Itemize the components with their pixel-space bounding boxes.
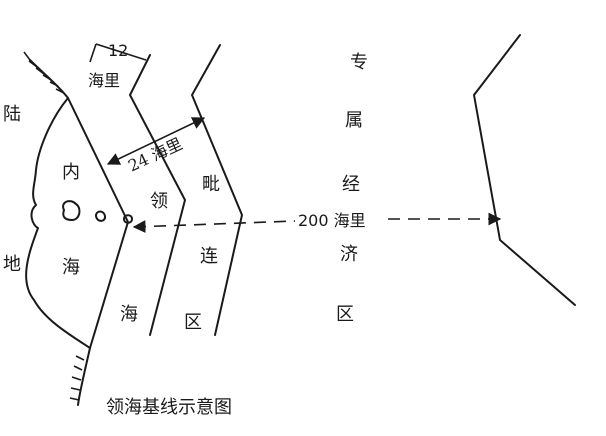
measure-12nm-unit: 海里 <box>88 71 120 90</box>
label-territorial-sea: 领 海 <box>120 191 168 325</box>
measure-12nm: 12 海里 <box>88 41 147 90</box>
contiguous-zone-limit <box>191 44 243 336</box>
measure-200nm-label: 200 海里 <box>298 211 366 230</box>
svg-text:专: 专 <box>350 52 368 73</box>
svg-text:领: 领 <box>150 191 168 212</box>
measure-12nm-number: 12 <box>108 41 128 60</box>
measure-200nm: 200 海里 <box>132 211 502 233</box>
caption: 领海基线示意图 <box>106 397 232 418</box>
svg-text:济: 济 <box>340 244 358 265</box>
svg-text:陆: 陆 <box>3 104 21 125</box>
svg-text:海: 海 <box>120 304 138 325</box>
svg-text:属: 属 <box>345 110 363 131</box>
islands <box>62 200 133 224</box>
svg-text:地: 地 <box>3 254 21 275</box>
baseline <box>67 97 129 349</box>
svg-text:经: 经 <box>342 174 360 195</box>
svg-text:内: 内 <box>62 162 80 183</box>
svg-text:毗: 毗 <box>202 174 220 195</box>
label-contiguous-zone: 毗 连 区 <box>184 174 220 333</box>
measure-24nm: 24 海里 <box>106 117 206 176</box>
eez-limit <box>473 34 576 306</box>
coastline <box>23 51 91 406</box>
coastline-hatching <box>23 51 85 401</box>
svg-text:海: 海 <box>62 257 80 278</box>
measure-24nm-label: 24 海里 <box>125 134 185 176</box>
svg-text:连: 连 <box>200 246 218 267</box>
svg-text:区: 区 <box>336 304 354 325</box>
label-eez: 专 属 经 济 区 <box>336 52 368 325</box>
label-inner-sea: 内 海 <box>62 162 80 278</box>
svg-text:区: 区 <box>184 312 202 333</box>
label-land: 陆 地 <box>3 104 21 275</box>
